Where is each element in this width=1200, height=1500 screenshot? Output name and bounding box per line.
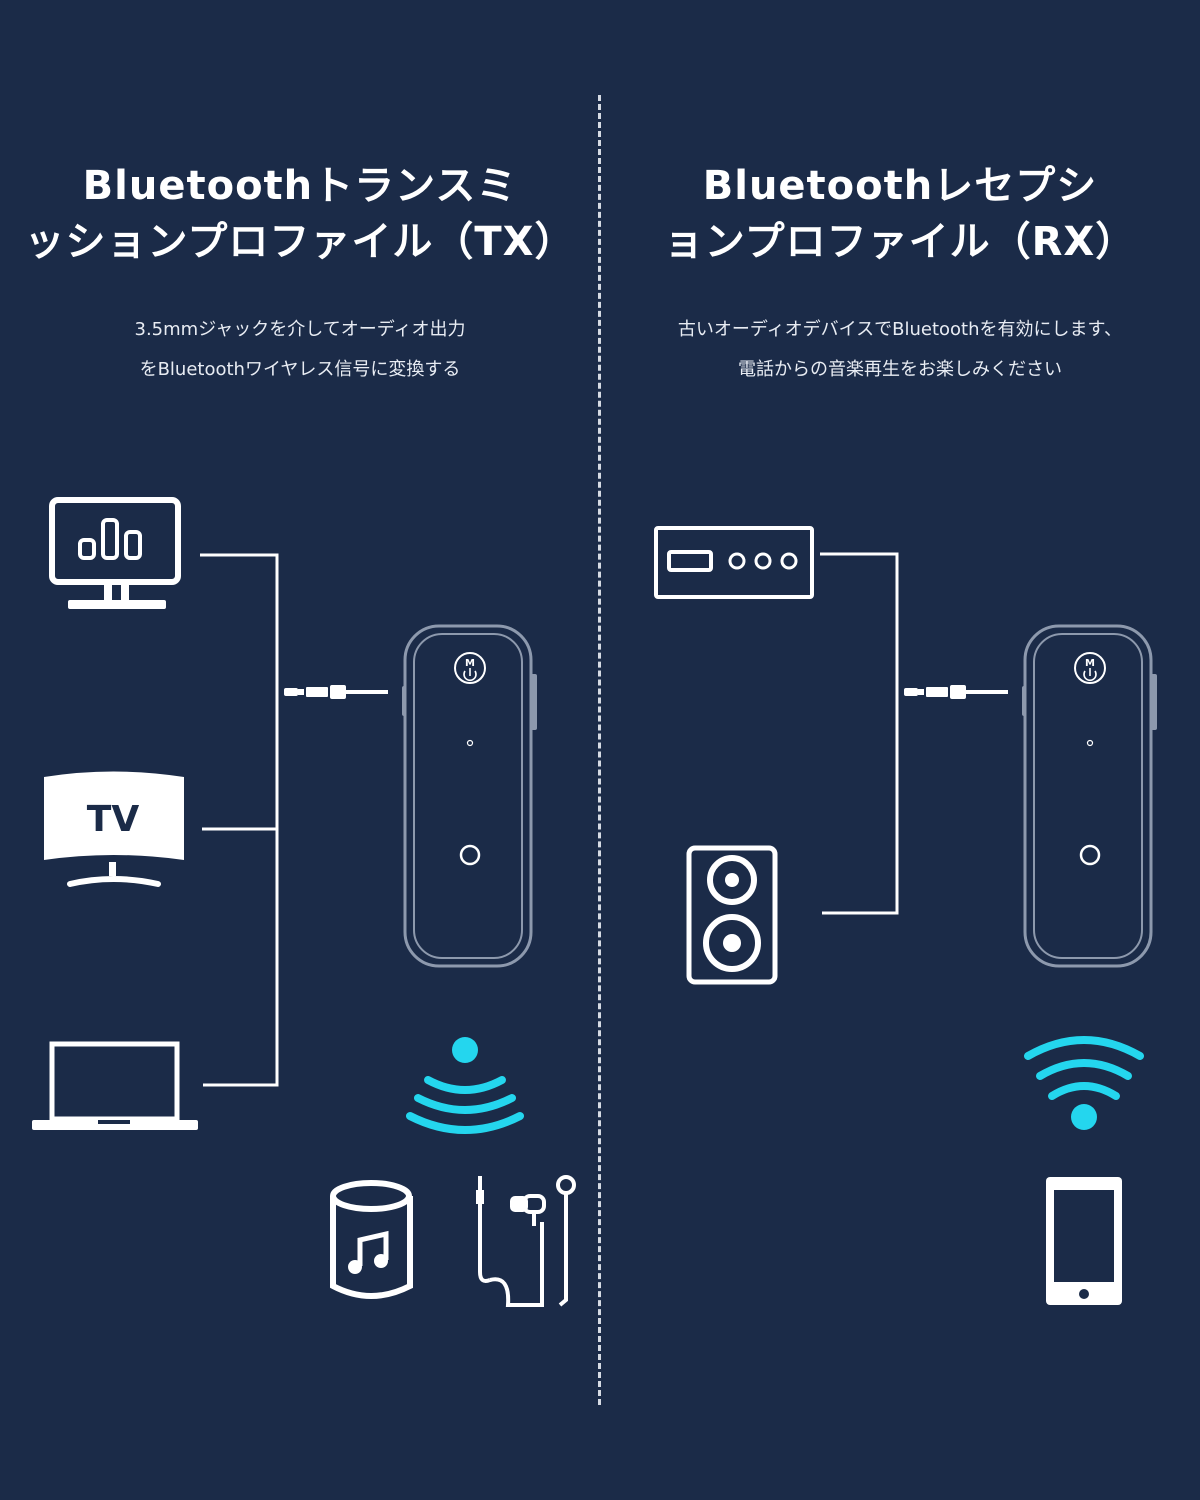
loudspeaker-icon [686, 845, 778, 985]
rx-title-line1: Bluetoothレセプシ [702, 163, 1098, 209]
tv-label: TV [87, 799, 140, 840]
tv-icon: TV [44, 771, 184, 887]
tx-led-indicator [466, 739, 474, 747]
tx-title-line2: ッションプロファイル（TX） [24, 219, 576, 265]
tx-panel: Bluetoothトランスミ ッションプロファイル（TX） 3.5mmジャックを… [10, 158, 590, 390]
tx-title-line1: Bluetoothトランスミ [82, 163, 518, 209]
tx-desc-line2: をBluetoothワイヤレス信号に変換する [139, 359, 461, 380]
rx-mic-button [1079, 844, 1101, 866]
audio-receiver-icon [654, 526, 814, 599]
rx-audio-jack-icon [904, 685, 1008, 699]
tx-desc-line1: 3.5mmジャックを介してオーディオ出力 [134, 319, 466, 340]
tx-connection-lines [200, 553, 279, 1087]
smartphone-icon [1046, 1177, 1122, 1305]
laptop-icon [32, 1041, 198, 1130]
center-divider [598, 95, 601, 1405]
tx-bluetooth-device: M [402, 624, 537, 968]
tx-audio-jack-icon [284, 685, 388, 699]
rx-title: Bluetoothレセプシ ョンプロファイル（RX） [620, 158, 1180, 270]
rx-desc-line2: 電話からの音楽再生をお楽しみください [738, 359, 1062, 380]
rx-description: 古いオーディオデバイスでBluetoothを有効にします、 電話からの音楽再生を… [610, 310, 1190, 390]
rx-desc-line1: 古いオーディオデバイスでBluetoothを有効にします、 [677, 319, 1123, 340]
rx-mode-label: M [1085, 658, 1095, 669]
tx-description: 3.5mmジャックを介してオーディオ出力 をBluetoothワイヤレス信号に変… [10, 310, 590, 390]
rx-title-line2: ョンプロファイル（RX） [663, 219, 1137, 265]
rx-panel: Bluetoothレセプシ ョンプロファイル（RX） 古いオーディオデバイスでB… [600, 0, 1200, 1500]
rx-power-button [1074, 652, 1106, 684]
rx-led-indicator [1086, 739, 1094, 747]
rx-connection-lines [820, 552, 899, 915]
broadcast-signal-icon [406, 1037, 524, 1134]
tx-mic-button [459, 844, 481, 866]
tx-title: Bluetoothトランスミ ッションプロファイル（TX） [20, 158, 580, 270]
earphones-icon [476, 1175, 576, 1307]
rx-bluetooth-device: M [1022, 624, 1157, 968]
speaker-music-icon [330, 1180, 413, 1299]
wifi-signal-icon [1024, 1036, 1144, 1130]
monitor-chart-icon [49, 497, 181, 609]
tx-power-button [454, 652, 486, 684]
tx-mode-label: M [465, 658, 475, 669]
